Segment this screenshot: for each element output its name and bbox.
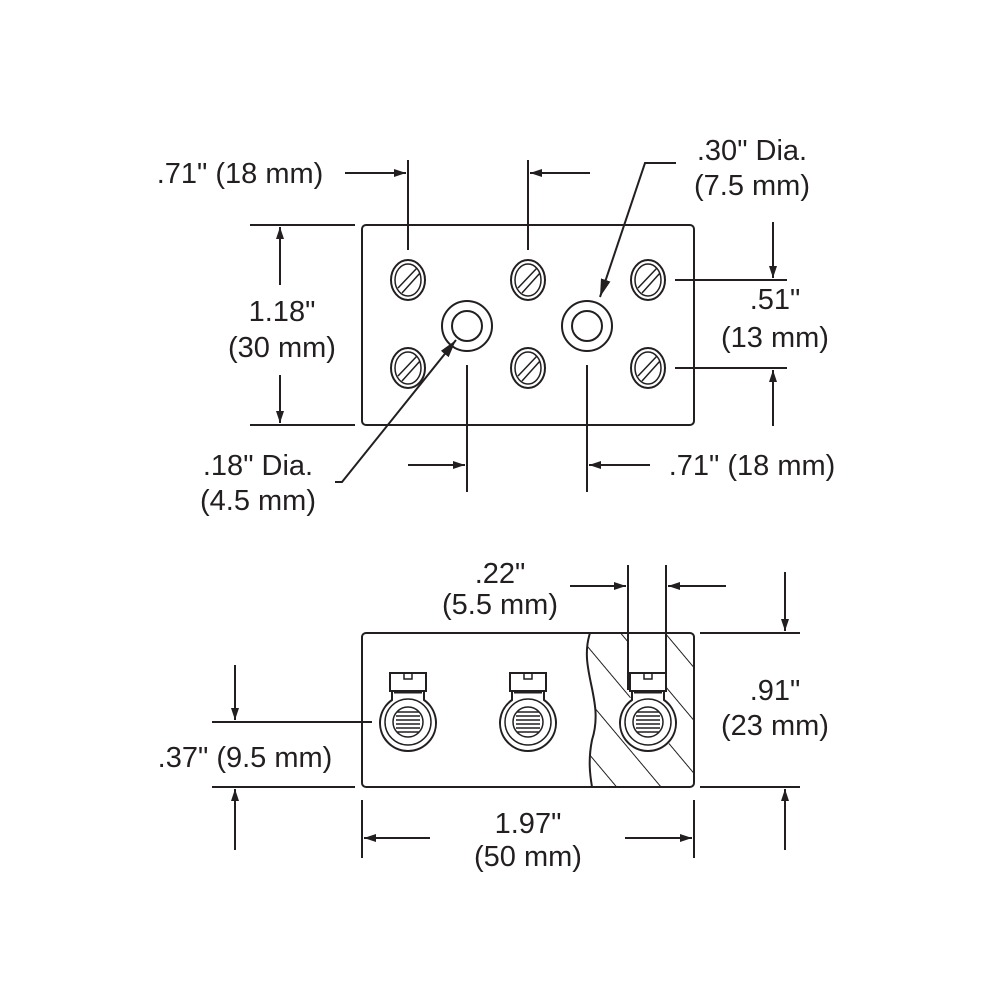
dim-length-mm: (50 mm) (474, 841, 582, 873)
terminal-icon (378, 671, 438, 753)
screw-icon (510, 259, 546, 301)
dim-side-height-in: .91" (750, 675, 801, 707)
terminal-icon (498, 671, 558, 753)
screw-icon (630, 347, 666, 389)
dim-hole-spacing: .71" (18 mm) (669, 450, 836, 482)
screw-icon (390, 347, 426, 389)
dim-small-hole: .18" Dia. (203, 450, 313, 482)
dim-large-hole: .30" Dia. (697, 135, 807, 167)
dim-small-hole-mm: (4.5 mm) (200, 485, 316, 517)
screw-icon (630, 259, 666, 301)
dim-large-hole-mm: (7.5 mm) (694, 170, 810, 202)
mounting-hole (441, 300, 493, 352)
dim-slot-in: .22" (475, 558, 526, 590)
top-view: .71" (18 mm) .30" Dia. (7.5 mm) 1.18" (3… (157, 135, 836, 517)
dim-terminal-height: .37" (9.5 mm) (158, 742, 333, 774)
dim-row-spacing-in: .51" (750, 284, 801, 316)
block-outline-side (361, 632, 695, 788)
dim-row-spacing-mm: (13 mm) (721, 322, 829, 354)
dim-height-in: 1.18" (249, 296, 316, 328)
dim-spacing-top: .71" (18 mm) (157, 158, 324, 190)
side-view: .22" (5.5 mm) .91" (23 mm) .37" (9.5 mm)… (158, 558, 829, 873)
screw-icon (510, 347, 546, 389)
dim-height-mm: (30 mm) (228, 332, 336, 364)
screw-icon (390, 259, 426, 301)
mounting-hole (561, 300, 613, 352)
dim-side-height-mm: (23 mm) (721, 710, 829, 742)
dim-slot-mm: (5.5 mm) (442, 589, 558, 621)
dim-length-in: 1.97" (495, 808, 562, 840)
